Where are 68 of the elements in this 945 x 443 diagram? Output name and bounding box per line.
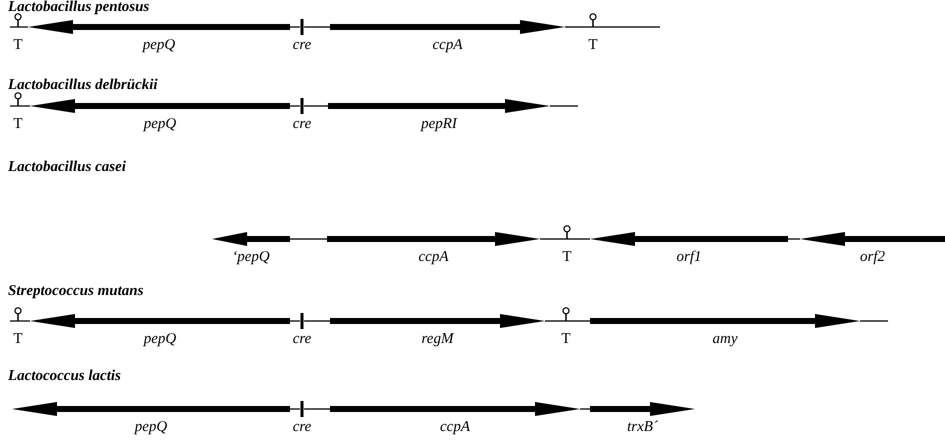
gene-symbol	[330, 20, 565, 34]
dna-segment	[860, 320, 888, 322]
species-name: Lactobacillus casei	[8, 160, 126, 175]
gene-symbol	[330, 402, 580, 416]
species-name: Lactobacillus pentosus	[8, 0, 150, 15]
species-name: Streptococcus mutans	[8, 284, 144, 299]
gene-label: pepQ	[134, 419, 168, 436]
terminator-label: T	[562, 249, 572, 266]
dna-segment	[545, 320, 566, 322]
cre-label: cre	[292, 331, 312, 348]
dna-segment	[290, 238, 327, 240]
gene-label: regM	[422, 331, 454, 348]
dna-segment	[540, 238, 567, 240]
dna-segment	[788, 238, 800, 240]
species-name: Lactococcus lactis	[8, 369, 121, 384]
gene-label: trxB´	[627, 419, 658, 436]
gene-label: orf2	[860, 249, 885, 266]
gene-symbol	[328, 99, 550, 113]
gene-symbol	[330, 314, 545, 328]
dna-segment	[567, 238, 590, 240]
dna-segment	[304, 408, 330, 410]
dna-segment	[290, 105, 300, 107]
gene-label: amy	[712, 331, 738, 348]
gene-symbol	[30, 99, 290, 113]
gene-label: pepQ	[144, 116, 176, 133]
cre-label: cre	[292, 116, 312, 133]
dna-segment	[593, 26, 660, 28]
terminator-label: T	[13, 116, 23, 133]
dna-segment	[18, 105, 30, 107]
gene-symbol	[590, 232, 788, 246]
terminator-label: T	[561, 331, 571, 348]
dna-segment	[304, 105, 328, 107]
terminator-label: T	[13, 331, 23, 348]
gene-label: pepRI	[421, 116, 457, 133]
gene-label: pepQ	[144, 331, 176, 348]
dna-segment	[304, 26, 330, 28]
dna-segment	[18, 320, 30, 322]
dna-segment	[290, 26, 300, 28]
dna-segment	[290, 408, 300, 410]
gene-label: pepQ	[142, 37, 176, 54]
dna-segment	[566, 320, 590, 322]
gene-symbol	[327, 232, 540, 246]
dna-segment	[10, 320, 18, 322]
species-name: Lactobacillus delbrückii	[8, 78, 158, 93]
cre-label: cre	[292, 37, 312, 54]
terminator-label: T	[13, 37, 23, 54]
gene-label: orf1	[676, 249, 702, 266]
gene-symbol	[212, 232, 290, 246]
dna-segment	[18, 26, 28, 28]
gene-symbol	[800, 232, 945, 246]
gene-label: ccpA	[432, 37, 462, 54]
dna-segment	[550, 105, 578, 107]
gene-label: ccpA	[418, 249, 448, 266]
dna-segment	[565, 26, 593, 28]
gene-symbol	[28, 20, 290, 34]
cre-label: cre	[292, 419, 312, 436]
gene-symbol	[12, 402, 290, 416]
gene-label: ‘pepQ	[232, 249, 270, 266]
gene-symbol	[590, 402, 695, 416]
gene-symbol	[30, 314, 290, 328]
gene-label: ccpA	[440, 419, 470, 436]
dna-segment	[290, 320, 300, 322]
dna-segment	[10, 26, 18, 28]
terminator-label: T	[588, 37, 598, 54]
gene-symbol	[590, 314, 860, 328]
dna-segment	[580, 408, 590, 410]
dna-segment	[304, 320, 330, 322]
dna-segment	[10, 105, 18, 107]
